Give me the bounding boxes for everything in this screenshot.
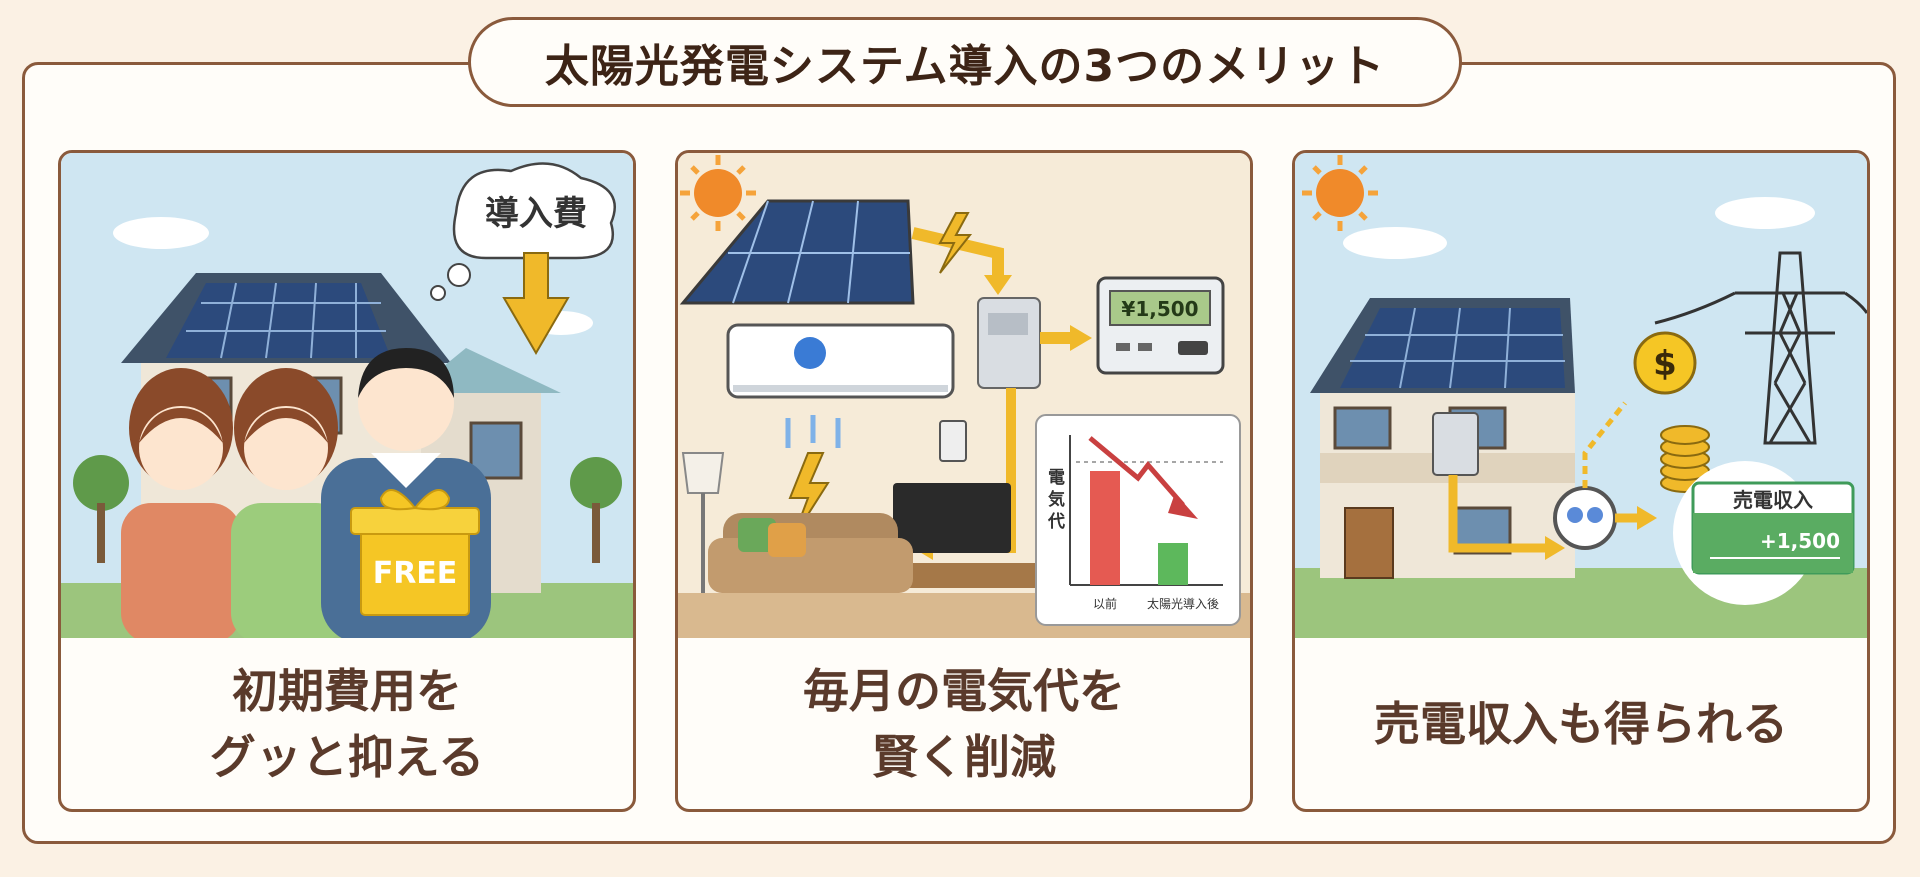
monitor-value: ¥1,500 [1121, 297, 1198, 321]
caption-line: グッと抑える [209, 729, 485, 784]
chart-label-after: 太陽光導入後 [1147, 596, 1219, 611]
power-tower [1654, 251, 1867, 445]
merit-caption: 毎月の電気代を 賢く削減 [678, 638, 1250, 809]
caption-line: 毎月の電気代を [803, 663, 1125, 718]
merit-card-initial-cost: 導入費 FREE 初期費用を グッと抑える [58, 150, 636, 812]
chart-label-before: 以前 [1093, 596, 1117, 611]
dollar-coin-icon: $ [1633, 331, 1697, 395]
merit-caption: 初期費用を グッと抑える [61, 638, 633, 809]
merit-card-electricity-savings: ¥1,500 電気代 以前 [675, 150, 1253, 812]
sales-panel-value: +1,500 [1760, 529, 1840, 553]
sun-icon [680, 155, 756, 231]
coin-symbol: $ [1653, 344, 1677, 384]
chart-bar-before [1090, 471, 1120, 585]
caption-line: 売電収入も得られる [1374, 696, 1788, 751]
chart-ylabel: 電気代 [1047, 468, 1065, 532]
sun-icon [1302, 155, 1378, 231]
merit-card-power-sales: $ 売電収入 +1,500 売電収入も得られる [1292, 150, 1870, 812]
page-title: 太陽光発電システム導入の3つのメリット [544, 41, 1386, 92]
power-selling-illustration: $ 売電収入 +1,500 [1295, 153, 1867, 638]
merit-caption: 売電収入も得られる [1295, 638, 1867, 809]
chart-bar-after [1158, 543, 1188, 585]
family-house-illustration: 導入費 FREE [61, 153, 633, 638]
caption-line: 賢く削減 [872, 729, 1056, 784]
title-banner: 太陽光発電システム導入の3つのメリット [468, 17, 1462, 107]
gift-free-label: FREE [373, 556, 458, 591]
home-energy-illustration: ¥1,500 電気代 以前 [678, 153, 1250, 638]
caption-line: 初期費用を [232, 663, 462, 718]
sales-panel-title: 売電収入 [1733, 488, 1813, 512]
bubble-text: 導入費 [485, 194, 587, 234]
